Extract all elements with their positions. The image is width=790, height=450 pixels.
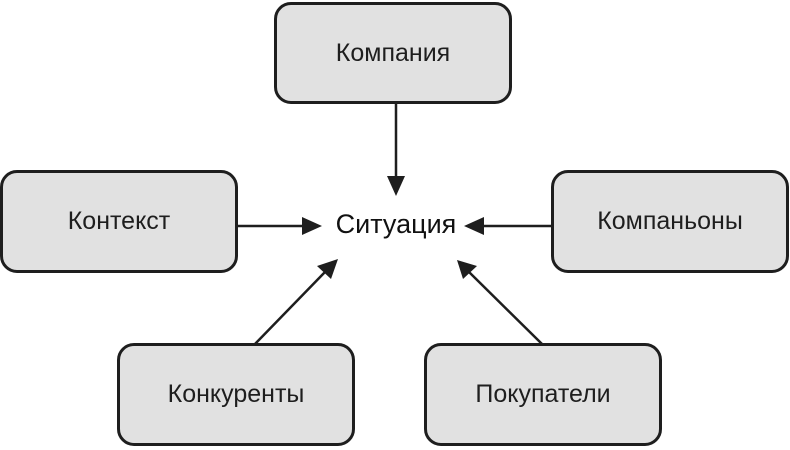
node-konkurenty-label: Конкуренты <box>167 380 305 408</box>
arrow-kompanony-to-situatsiya <box>464 217 551 235</box>
arrow-konkurenty-to-situatsiya <box>254 259 338 345</box>
node-kontekst: Контекст <box>0 170 238 273</box>
node-kontekst-label: Контекст <box>67 207 171 235</box>
arrow-kompaniya-to-situatsiya <box>387 104 405 196</box>
node-kompanony-label: Компаньоны <box>597 207 743 235</box>
node-pokupateli-label: Покупатели <box>475 380 611 408</box>
node-kompanony: Компаньоны <box>551 170 789 273</box>
center-node-situatsiya: Ситуация <box>320 204 472 244</box>
node-pokupateli: Покупатели <box>424 343 662 446</box>
node-kompaniya: Компания <box>274 2 512 104</box>
node-konkurenty: Конкуренты <box>117 343 355 446</box>
node-kompaniya-label: Компания <box>335 38 451 67</box>
arrow-kontekst-to-situatsiya <box>238 217 322 235</box>
arrow-pokupateli-to-situatsiya <box>457 260 543 345</box>
center-node-label: Ситуация <box>335 208 457 239</box>
